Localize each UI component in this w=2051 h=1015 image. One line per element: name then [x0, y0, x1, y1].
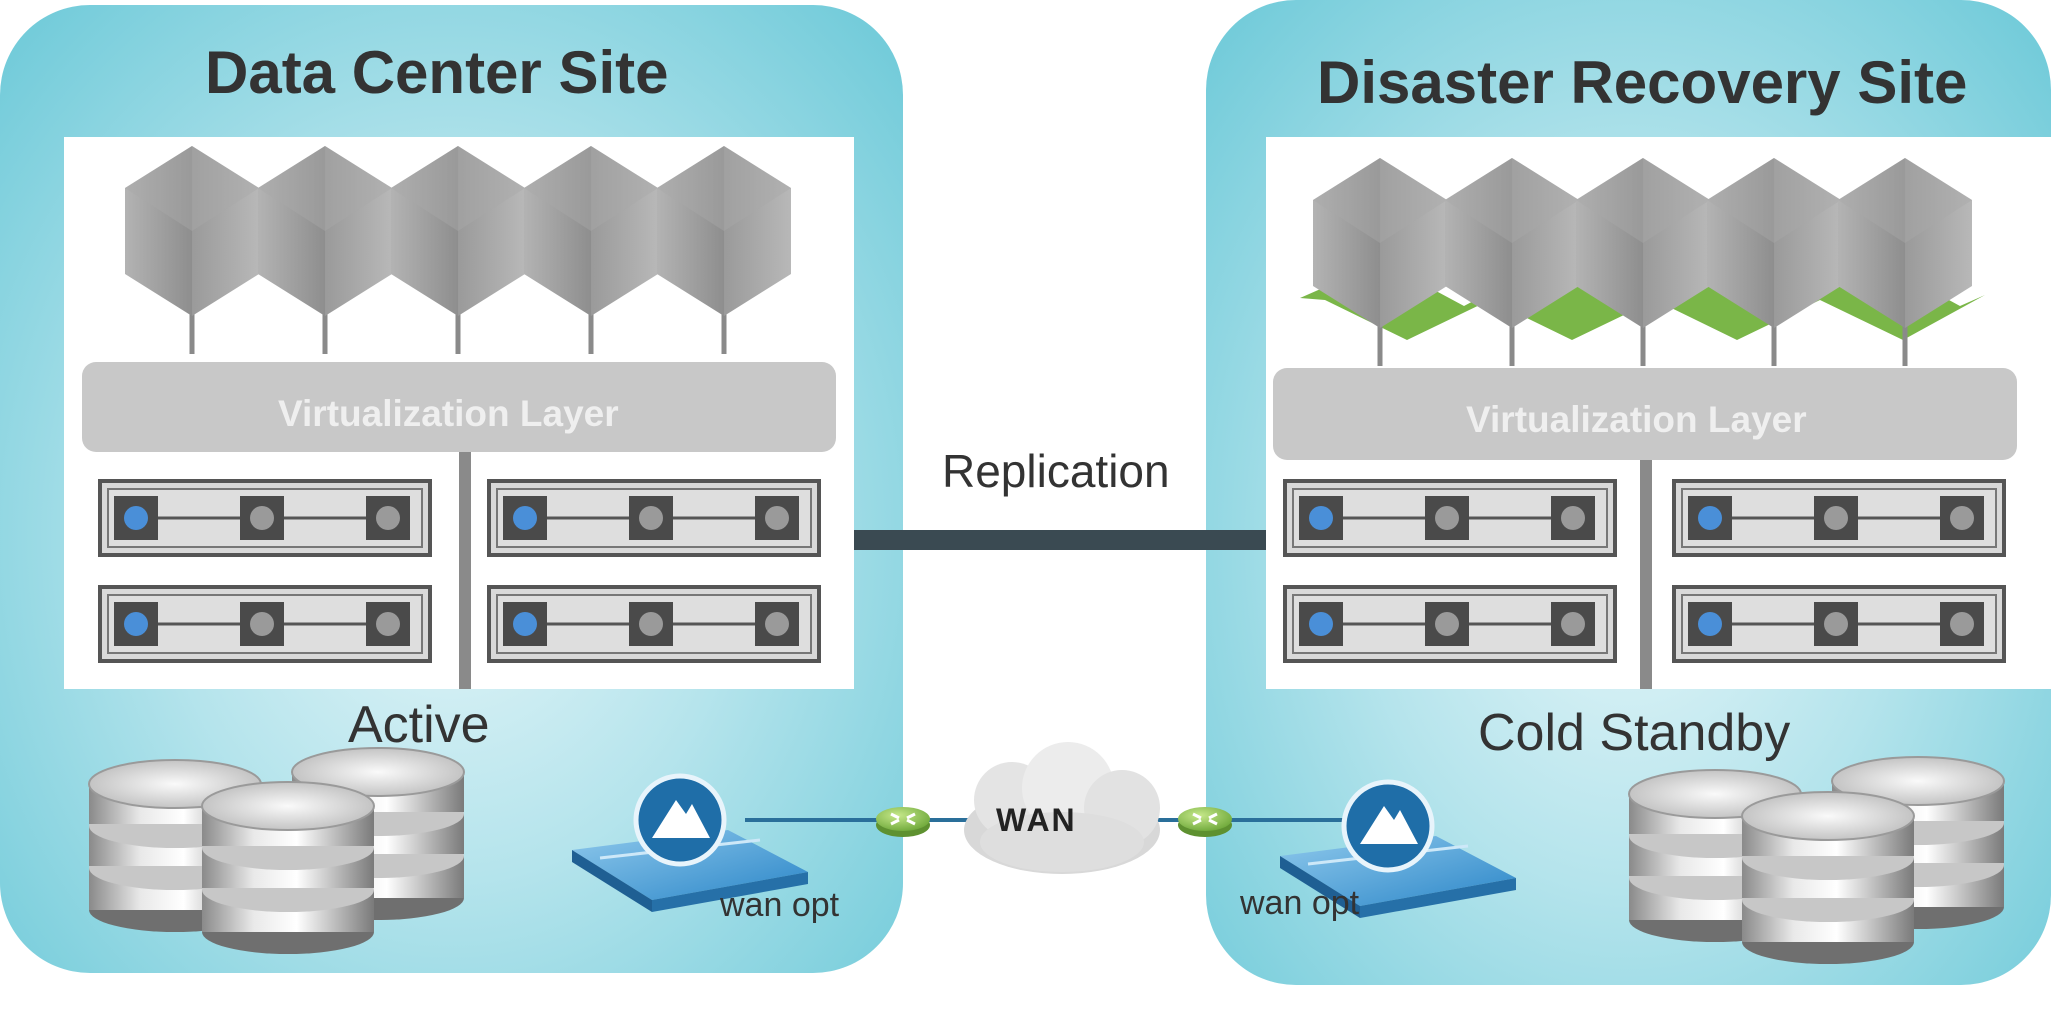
wan-label: WAN	[996, 802, 1077, 838]
router-icon	[874, 805, 932, 839]
disaster-recovery-site-title: Disaster Recovery Site	[1317, 49, 1968, 116]
vm-cube-icon	[1838, 158, 1972, 366]
vm-cube-icon	[657, 146, 791, 354]
site-status-cold-standby: Cold Standby	[1478, 704, 1791, 762]
wan-opt-label: wan opt	[720, 886, 840, 924]
vm-cube-icon	[1445, 158, 1579, 366]
wan-cloud-icon	[964, 742, 1160, 874]
site-status-active: Active	[348, 696, 490, 754]
database-stack-icon	[1741, 791, 1915, 965]
vm-cube-icon	[391, 146, 525, 354]
server-rack-icon	[1672, 585, 2006, 663]
data-center-site-title: Data Center Site	[205, 39, 669, 106]
virtualization-layer-bar	[82, 362, 836, 452]
virtualization-layer-label: Virtualization Layer	[278, 393, 619, 434]
vm-cube-icon	[258, 146, 392, 354]
vm-cube-icon	[524, 146, 658, 354]
vm-cube-icon	[1313, 158, 1447, 366]
server-rack-icon	[487, 479, 821, 557]
replication-label: Replication	[942, 445, 1170, 497]
virtualization-layer-bar	[1273, 368, 2017, 460]
server-rack-icon	[487, 585, 821, 663]
wan-opt-label: wan opt	[1240, 884, 1360, 922]
database-stack-icon	[201, 781, 375, 955]
vm-cube-icon	[125, 146, 259, 354]
router-icon	[1176, 805, 1234, 839]
server-rack-icon	[98, 479, 432, 557]
vm-cube-icon	[1576, 158, 1710, 366]
server-rack-icon	[1283, 585, 1617, 663]
server-rack-icon	[1283, 479, 1617, 557]
virtualization-layer-label: Virtualization Layer	[1466, 399, 1807, 440]
replication-link	[854, 530, 1266, 550]
server-rack-icon	[98, 585, 432, 663]
server-rack-icon	[1672, 479, 2006, 557]
